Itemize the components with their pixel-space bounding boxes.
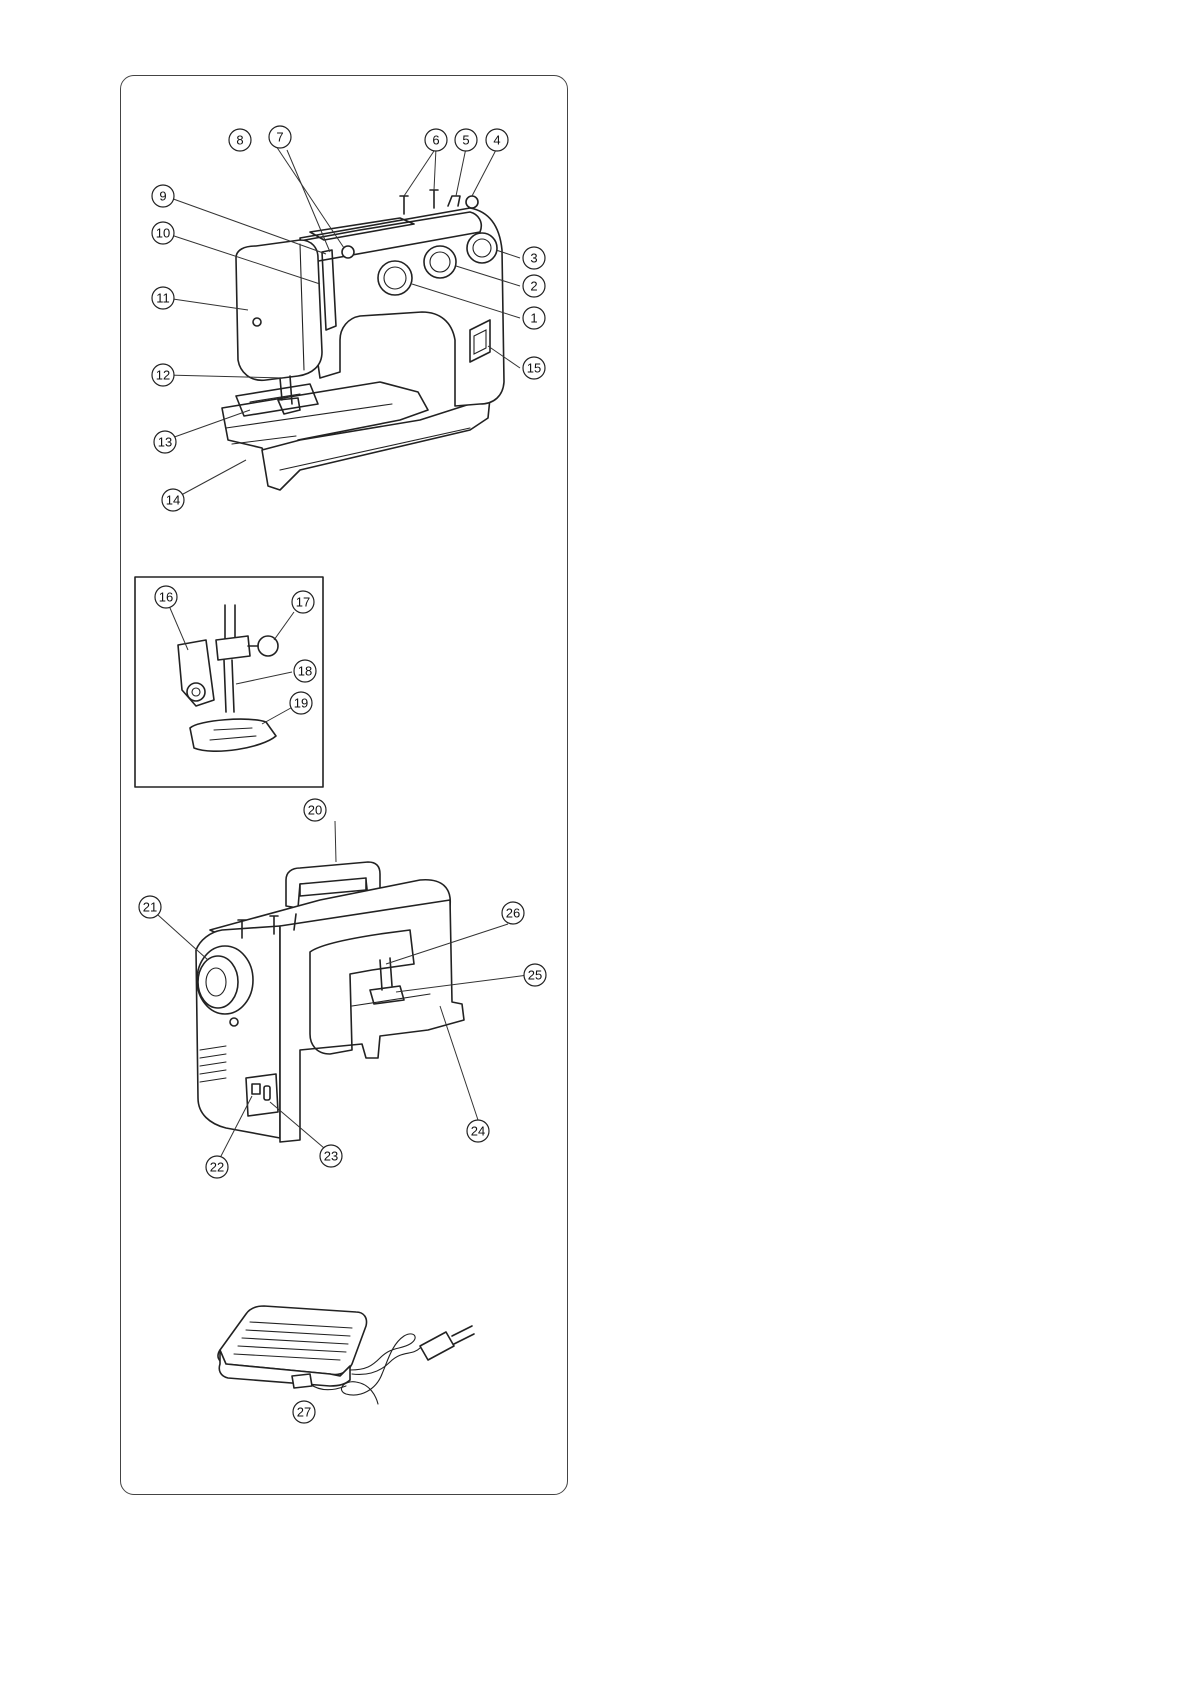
svg-text:17: 17 (296, 595, 310, 610)
callout-16: 16 (154, 585, 178, 609)
svg-text:6: 6 (432, 133, 439, 148)
svg-text:5: 5 (462, 133, 469, 148)
callout-22: 22 (205, 1155, 229, 1179)
callout-8: 8 (228, 128, 252, 152)
callout-24: 24 (466, 1119, 490, 1143)
callout-11: 11 (151, 286, 175, 310)
sewing-machine-front-illustration (221, 189, 505, 491)
svg-text:19: 19 (294, 696, 308, 711)
svg-text:21: 21 (143, 900, 157, 915)
foot-control-illustration (217, 1305, 475, 1405)
foot-control-callouts: 27 (292, 1400, 316, 1424)
svg-text:14: 14 (166, 493, 180, 508)
sewing-machine-rear-illustration (195, 861, 465, 1143)
svg-text:25: 25 (528, 968, 542, 983)
callout-4: 4 (485, 128, 509, 152)
svg-text:3: 3 (530, 251, 537, 266)
svg-text:18: 18 (298, 664, 312, 679)
svg-text:1: 1 (530, 311, 537, 326)
callout-20: 20 (303, 798, 327, 822)
parts-panel (120, 75, 568, 1495)
presser-foot-callouts: 16 17 18 19 (154, 585, 317, 725)
svg-text:7: 7 (276, 130, 283, 145)
svg-text:20: 20 (308, 803, 322, 818)
svg-text:23: 23 (324, 1149, 338, 1164)
presser-foot-detail-illustration (177, 604, 279, 753)
svg-text:16: 16 (159, 590, 173, 605)
svg-text:11: 11 (156, 291, 170, 306)
callout-3: 3 (522, 246, 546, 270)
callout-26: 26 (501, 901, 525, 925)
callout-12: 12 (151, 363, 175, 387)
callout-19: 19 (289, 691, 313, 715)
svg-text:8: 8 (236, 133, 243, 148)
rear-callouts: 20 21 22 23 24 25 26 (138, 798, 547, 1179)
svg-text:2: 2 (530, 279, 537, 294)
callout-23: 23 (319, 1144, 343, 1168)
callout-10: 10 (151, 221, 175, 245)
callout-9: 9 (151, 184, 175, 208)
callout-27: 27 (292, 1400, 316, 1424)
callout-2: 2 (522, 274, 546, 298)
callout-1: 1 (522, 306, 546, 330)
callout-7: 7 (268, 125, 292, 149)
svg-text:26: 26 (506, 906, 520, 921)
callout-14: 14 (161, 488, 185, 512)
presser-foot-detail-frame (134, 576, 324, 788)
callout-5: 5 (454, 128, 478, 152)
svg-text:13: 13 (158, 435, 172, 450)
front-callouts: 1 2 3 4 5 6 7 8 9 10 11 12 13 14 15 (151, 125, 546, 512)
svg-text:27: 27 (297, 1405, 311, 1420)
callout-15: 15 (522, 356, 546, 380)
callout-18: 18 (293, 659, 317, 683)
callout-6: 6 (424, 128, 448, 152)
callout-13: 13 (153, 430, 177, 454)
svg-text:12: 12 (156, 368, 170, 383)
svg-text:22: 22 (210, 1160, 224, 1175)
callout-25: 25 (523, 963, 547, 987)
callout-17: 17 (291, 590, 315, 614)
svg-text:24: 24 (471, 1124, 485, 1139)
svg-text:10: 10 (156, 226, 170, 241)
callout-21: 21 (138, 895, 162, 919)
svg-text:15: 15 (527, 361, 541, 376)
svg-text:9: 9 (159, 189, 166, 204)
svg-text:4: 4 (493, 133, 500, 148)
